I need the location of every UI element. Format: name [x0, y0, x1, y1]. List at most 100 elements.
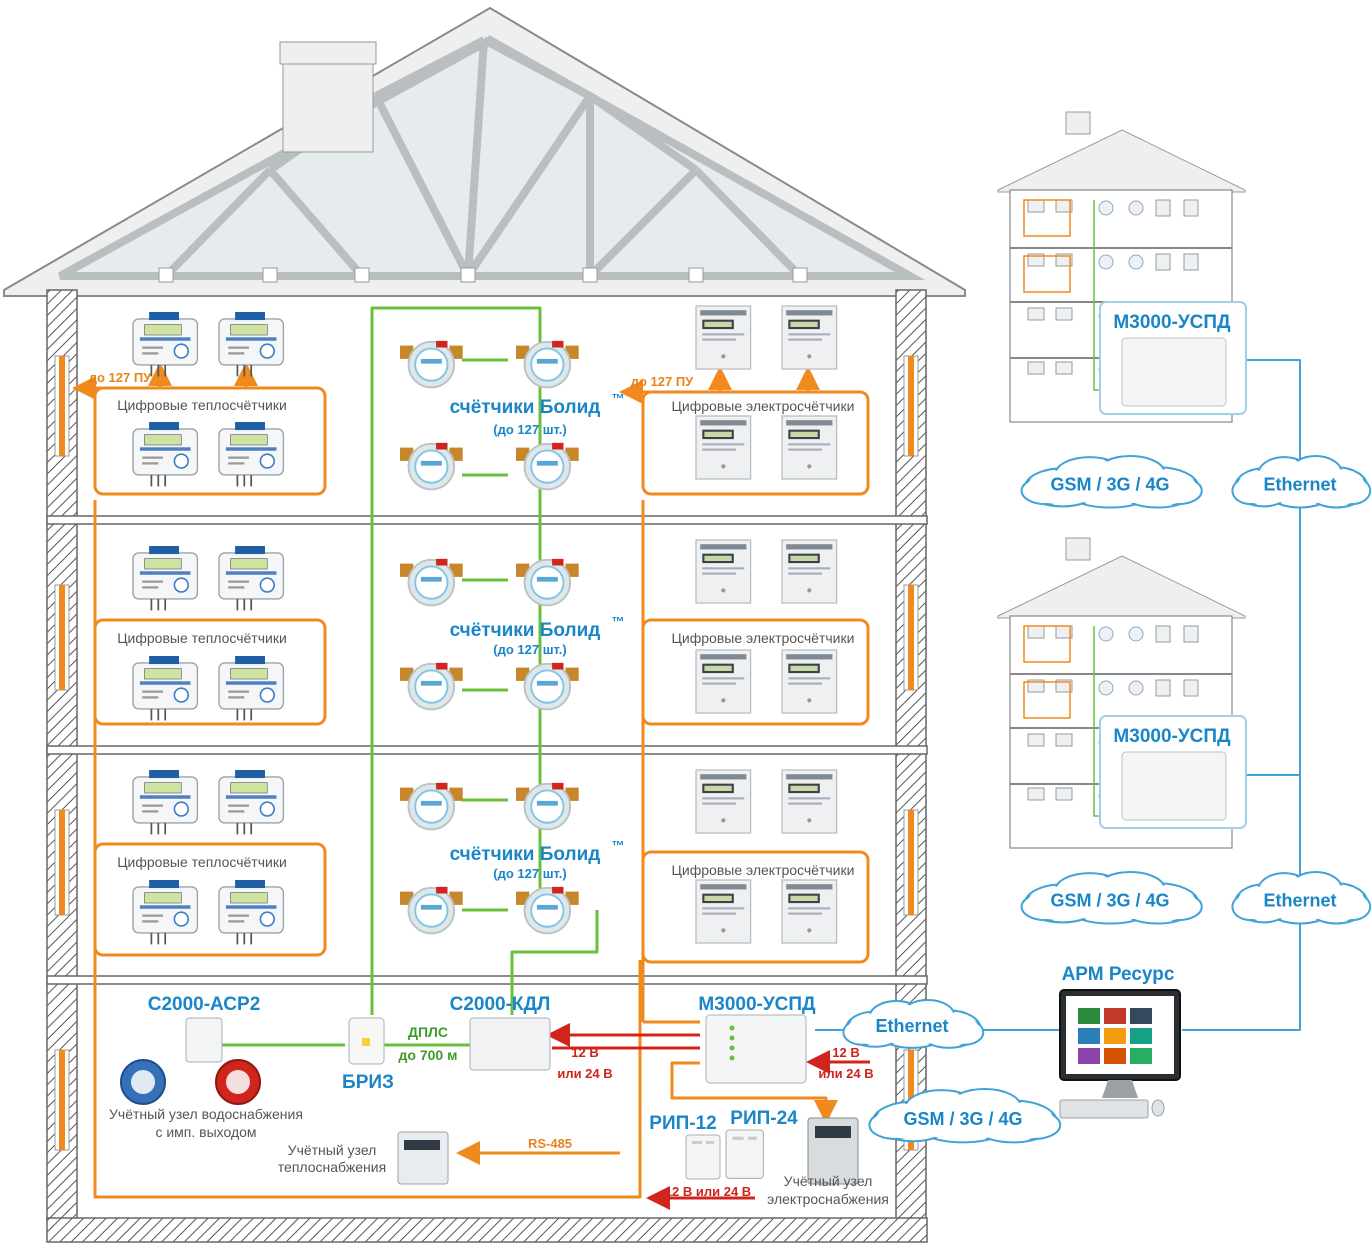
- mini-building-bottom-roof: [997, 555, 1246, 619]
- computer-tile: [1104, 1028, 1126, 1044]
- heat-meter-icon: [218, 655, 285, 722]
- mini-building-bottom-heat-meter: [1027, 787, 1045, 801]
- rs485-label: RS-485: [528, 1136, 572, 1151]
- truss-joint: [792, 267, 808, 283]
- rip12-label: РИП-12: [649, 1113, 716, 1134]
- mini-building-top-elec-meter: [1155, 253, 1171, 271]
- mini-building-top-chimney: [1065, 111, 1091, 135]
- electricity-meter-icon: [695, 539, 752, 604]
- ethernet-cloud-mid-label: Ethernet: [1263, 891, 1336, 911]
- water-meter-icon: [399, 557, 464, 607]
- gsm-cloud-top: [1020, 455, 1203, 509]
- mini-building-bottom-elec-meter: [1183, 625, 1199, 643]
- gsm-cloud-bottom: [868, 1088, 1062, 1144]
- water-meter-icon: [515, 781, 580, 831]
- mini-building-bottom-water-meter: [1128, 680, 1144, 696]
- s2000-asr2-icon: [185, 1017, 223, 1063]
- truss-joint: [460, 267, 476, 283]
- floor-slab: [46, 515, 928, 525]
- kdl-or24v: или 24 В: [557, 1066, 612, 1081]
- electricity-meter-icon: [781, 769, 838, 834]
- mini-building-bottom-heat-meter: [1055, 679, 1073, 693]
- heat-meter-icon: [218, 545, 285, 612]
- mini-building-top-elec-meter: [1183, 199, 1199, 217]
- elec-meters-label-3: Цифровые электросчётчики: [672, 862, 855, 878]
- mini-building-top-heat-meter: [1027, 361, 1045, 375]
- mini-building-top-heat-meter: [1027, 253, 1045, 267]
- mini-building-top-heat-meter: [1027, 199, 1045, 213]
- truss-joint: [262, 267, 278, 283]
- gsm-cloud-top-fill: [1098, 458, 1163, 488]
- mini-uspd-icon: [1121, 337, 1227, 407]
- mini-building-bottom-heat-meter: [1055, 733, 1073, 747]
- mini-building-bottom-water-meter: [1128, 626, 1144, 642]
- heat-meter-icon: [132, 311, 199, 378]
- ethernet-cloud-top: [1231, 455, 1371, 509]
- water-unit-label-1: Учётный узел водоснабжения: [109, 1106, 303, 1122]
- mouse-icon: [1151, 1099, 1165, 1117]
- heat-up-to-127: до 127 ПУ: [89, 370, 152, 385]
- ethernet-cloud-mid-fill: [1291, 874, 1340, 904]
- bolid-title-3: счётчики Болид: [450, 844, 601, 865]
- m3000-uspd-icon: [705, 1014, 807, 1084]
- computer-tile: [1130, 1028, 1152, 1044]
- ethernet-cloud-uspd-fill: [845, 1021, 879, 1043]
- rip12-icon: [685, 1134, 721, 1180]
- roof-truss-beam: [482, 36, 592, 100]
- mini-building-bottom-water-meter: [1098, 680, 1114, 696]
- truss-joint: [688, 267, 704, 283]
- elec-unit-screen: [815, 1126, 851, 1138]
- water-meter-icon: [515, 661, 580, 711]
- window-left-frame: [59, 1050, 65, 1150]
- window-left-frame: [59, 356, 65, 456]
- heat-meter-icon: [218, 311, 285, 378]
- mini-building-top-water-meter: [1098, 200, 1114, 216]
- elec-unit-label-2: электроснабжения: [767, 1191, 889, 1207]
- roof-truss-beam: [464, 39, 488, 277]
- mini-building-bottom-elec-meter: [1183, 679, 1199, 697]
- roof-truss-beam: [464, 93, 594, 279]
- water-unit-blue-face: [131, 1070, 155, 1094]
- bolid-count-2: (до 127 шт.): [493, 642, 566, 657]
- water-meter-icon: [515, 339, 580, 389]
- mini-uspd-label-top: М3000-УСПД: [1113, 312, 1231, 333]
- electricity-meter-icon: [695, 415, 752, 480]
- ethernet-cloud-uspd-fill: [948, 1021, 982, 1043]
- gsm-cloud-mid-label: GSM / 3G / 4G: [1050, 891, 1169, 911]
- mini-building-top-heat-meter: [1055, 253, 1073, 267]
- mini-building-bottom-heat-meter: [1027, 733, 1045, 747]
- computer-tile: [1078, 1008, 1100, 1024]
- mini-building-top-bus: [1023, 199, 1071, 237]
- electricity-meter-icon: [781, 879, 838, 944]
- s2000-kdl-label: С2000-КДЛ: [450, 994, 551, 1015]
- window-right-frame: [908, 585, 914, 690]
- ethernet-cloud-mid: [1231, 871, 1371, 925]
- mini-building-bottom-bus: [1023, 625, 1071, 663]
- dpls-label: ДПЛС: [408, 1024, 448, 1040]
- electricity-meter-icon: [695, 769, 752, 834]
- bolid-title-2-tm: ™: [612, 614, 625, 629]
- computer-tile: [1104, 1008, 1126, 1024]
- elec-up-to-127: до 127 ПУ: [631, 374, 694, 389]
- gsm-cloud-bottom-fill: [1011, 1113, 1059, 1137]
- elec-meters-label-2: Цифровые электросчётчики: [672, 630, 855, 646]
- heat-meter-icon: [218, 879, 285, 946]
- mini-building-top-heat-meter: [1055, 361, 1073, 375]
- roof-truss-beam: [372, 94, 472, 278]
- gsm-cloud-bottom-label: GSM / 3G / 4G: [903, 1109, 1022, 1129]
- heat-unit-label-2: теплоснабжения: [278, 1159, 386, 1175]
- truss-joint: [582, 267, 598, 283]
- elec-bus-loop: [641, 390, 870, 496]
- gsm-cloud-mid-fill: [1156, 895, 1200, 919]
- mini-building-bottom-elec-meter: [1155, 679, 1171, 697]
- roof-truss-beam: [587, 167, 699, 279]
- mini-building-top-heat-meter: [1027, 307, 1045, 321]
- gsm-cloud-top-fill: [1156, 479, 1200, 503]
- uspd-or24v: или 24 В: [818, 1066, 873, 1081]
- uspd-12v: 12 В: [832, 1045, 859, 1060]
- heat-bus-loop: [93, 386, 327, 496]
- bolid-title-1: счётчики Болид: [450, 397, 601, 418]
- arm-resource-label: АРМ Ресурс: [1062, 964, 1175, 985]
